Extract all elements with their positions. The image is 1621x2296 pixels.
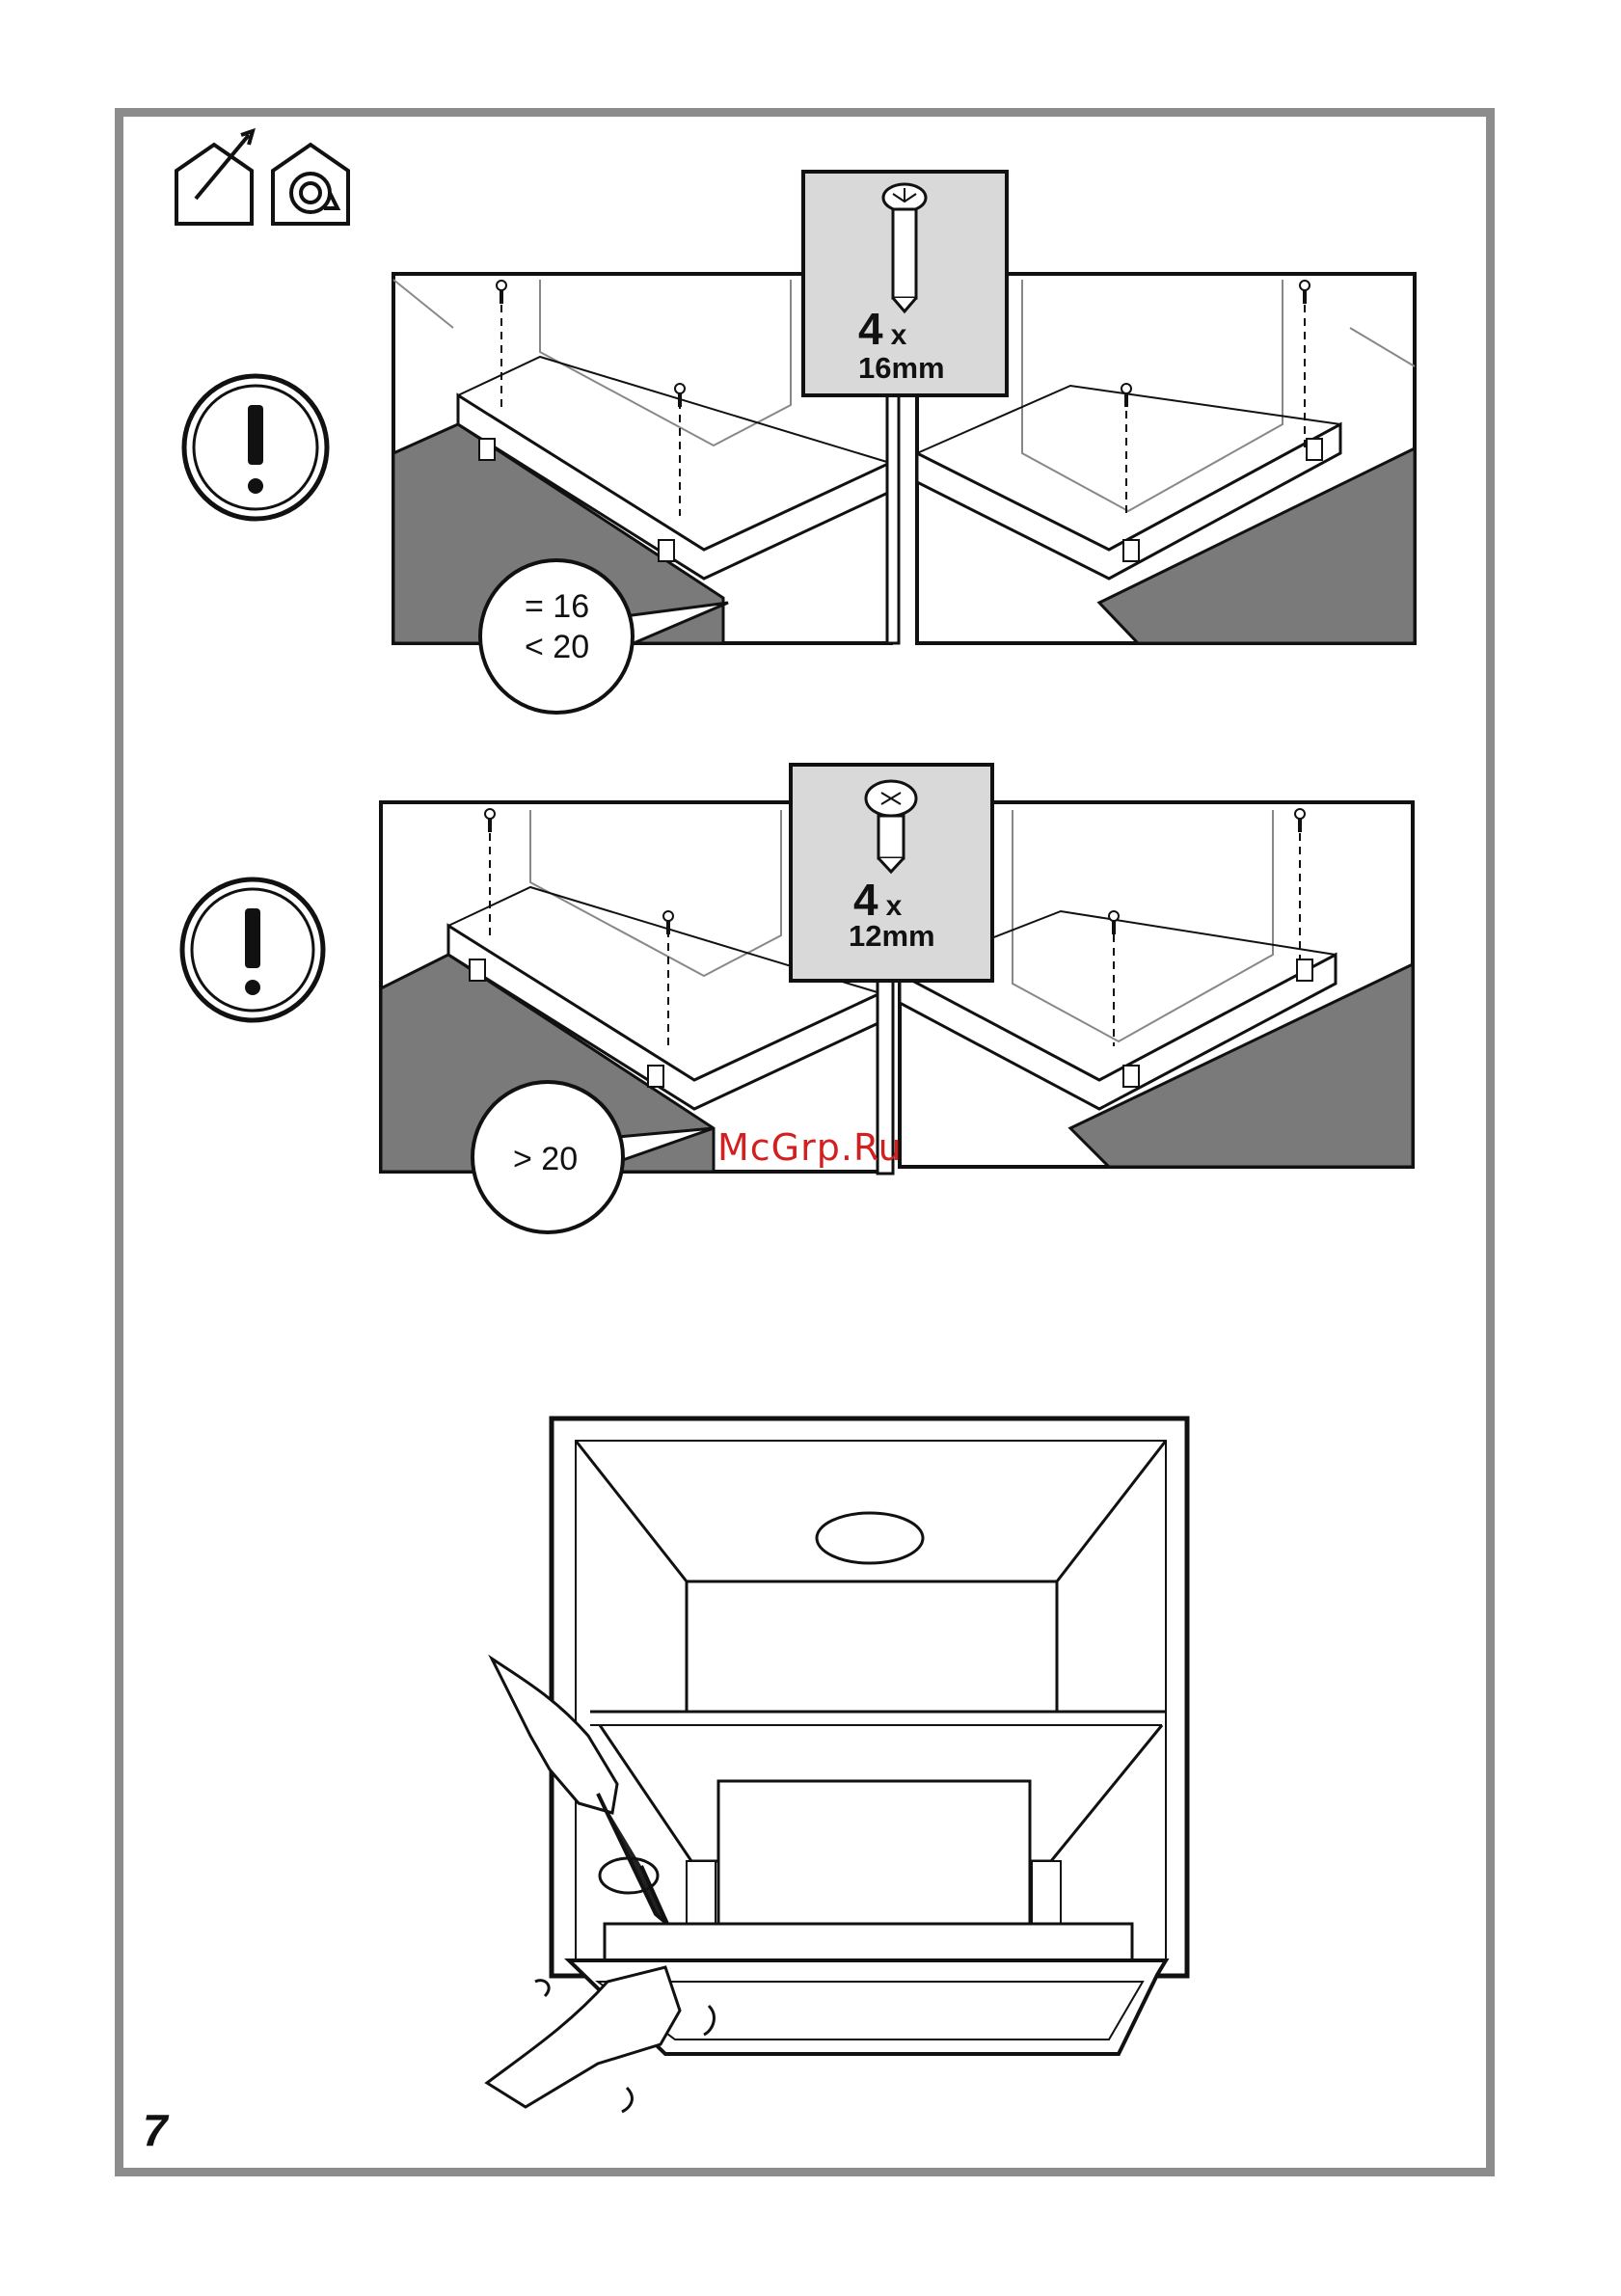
indoor-installation-icon [176, 131, 253, 224]
step1-thickness-line2: < 20 [525, 629, 589, 665]
step2-thickness-line1: > 20 [513, 1141, 578, 1177]
hood-installation-illustration [487, 1418, 1187, 2112]
screw-multiplier: x [886, 890, 903, 922]
screw-multiplier: x [891, 319, 907, 351]
step2-screw-length: 12mm [849, 921, 935, 951]
warning-icon-step2 [182, 879, 323, 1020]
screw-count: 4 [858, 304, 883, 354]
step1-divider [887, 390, 899, 643]
recirculation-mode-icon [273, 145, 348, 224]
watermark: McGrp.Ru [717, 1126, 903, 1169]
step1-screw-length: 16mm [858, 353, 945, 383]
page-number: 7 [143, 2104, 168, 2156]
screw-count: 4 [853, 875, 878, 925]
step1-thickness-line1: = 16 [525, 588, 589, 625]
warning-icon-step1 [184, 376, 327, 519]
